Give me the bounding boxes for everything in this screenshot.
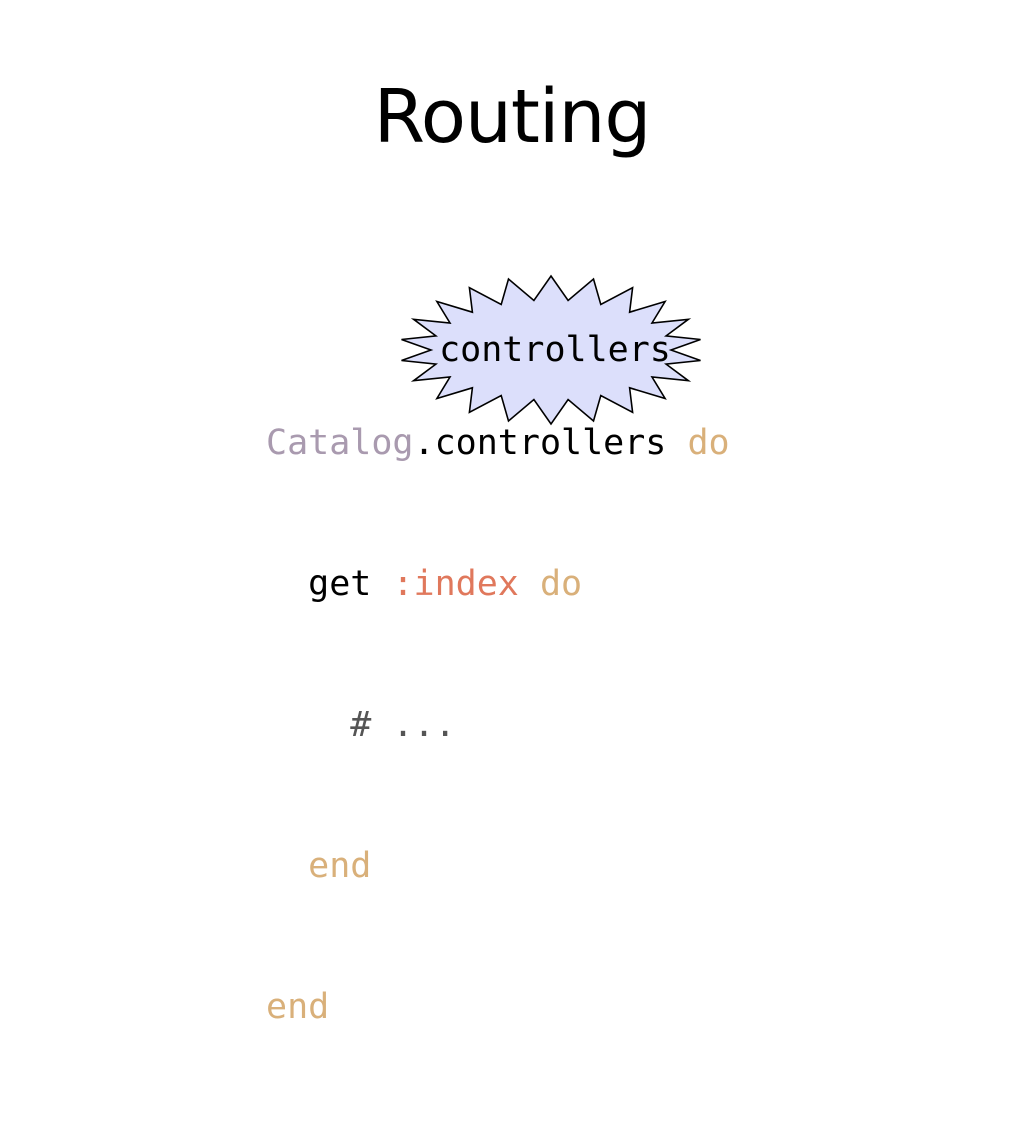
code-token [666,423,687,463]
starburst-label: controllers [439,330,671,370]
code-token: . [413,423,435,463]
code-line: end [266,984,730,1031]
starburst-shape [401,274,701,426]
code-line: Catalog.controllers do [266,420,730,467]
code-token [266,705,350,745]
code-token [266,564,308,604]
code-token: get [308,564,372,604]
code-token: end [266,987,330,1027]
code-block: Catalog.controllers do get :index do # .… [266,326,730,1125]
code-token: Catalog [266,423,414,463]
code-line: end [266,843,730,890]
starburst-polygon [401,274,701,426]
code-token: controllers [434,423,667,463]
code-line: # ... [266,702,730,749]
slide: Routing Catalog.controllers do get :inde… [266,74,730,1027]
starburst-callout: controllers [398,274,704,426]
code-token [266,846,308,886]
code-line: get :index do [266,561,730,608]
code-token: end [308,846,372,886]
code-token [519,564,540,604]
code-comment: # ... [350,705,456,745]
slide-title: Routing [373,74,652,160]
code-token [371,564,392,604]
code-token: :index [392,564,519,604]
code-token: do [539,564,583,604]
code-token: do [687,423,730,463]
